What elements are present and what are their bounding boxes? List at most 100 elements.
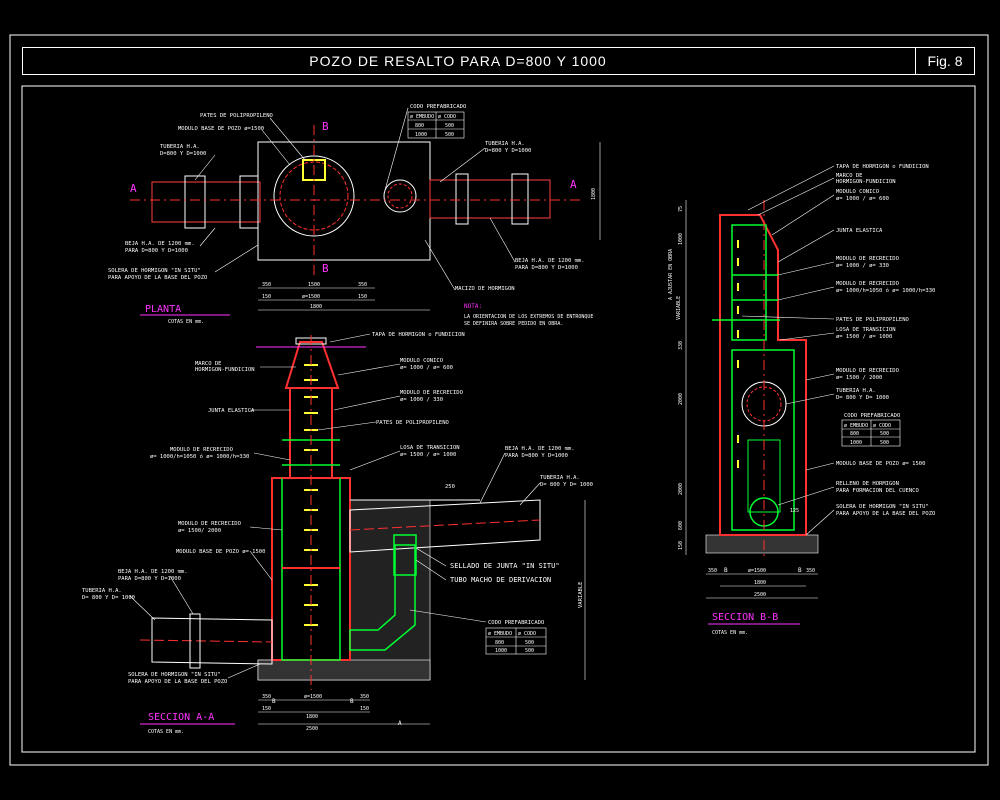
- bb-title: SECCION B-B: [712, 612, 778, 623]
- aa-label-sellado: SELLADO DE JUNTA "IN SITU": [450, 562, 560, 570]
- bb-table-r2c1: 1000: [850, 440, 862, 446]
- bb-marker-b-left: B: [724, 567, 728, 574]
- plan-label-beja-right-2: PARA D=800 Y D=1000: [515, 265, 578, 271]
- plan-concrete-block: [257, 141, 431, 261]
- bb-table-h2: ø CODO: [873, 423, 891, 429]
- aa-dim-2: ø=1500: [304, 694, 322, 700]
- plan-label-tuberia-right-1: TUBERIA H.A.: [485, 141, 525, 147]
- aa-dim-lines: [258, 699, 430, 725]
- plan-marker-a-left: A: [130, 182, 137, 195]
- aa-label-conico-2: ø= 1000 / ø= 600: [400, 365, 453, 371]
- aa-table-h2: ø CODO: [518, 631, 536, 637]
- bb-label-losa-2: ø= 1500 / ø= 1000: [836, 334, 892, 340]
- aa-label-recrecido-2: ø= 1000 / 330: [400, 397, 443, 403]
- title-separator: [915, 48, 916, 74]
- aa-dim-6: 1800: [306, 714, 318, 720]
- plan-label-codo: CODO PREFABRICADO: [410, 104, 466, 110]
- bb-label-solera-2: PARA APOYO DE LA BASE DEL POZO: [836, 511, 935, 517]
- aa-label-losa-2: ø= 1500 / ø= 1000: [400, 452, 456, 458]
- bb-label-codo: CODO PREFABRICADO: [844, 413, 900, 419]
- aa-label-tapa: TAPA DE HORMIGON o FUNDICION: [372, 332, 465, 338]
- bb-vdim-5: 2000: [678, 483, 684, 495]
- aa-label-tuberia-left-2: D= 800 Y D= 1000: [82, 595, 135, 601]
- aa-marker-a: A: [398, 720, 402, 727]
- drawing-title: POZO DE RESALTO PARA D=800 Y 1000: [309, 53, 607, 69]
- plan-pipe-right: [429, 179, 551, 219]
- bb-label-recrecido2-1: MODULO DE RECRECIDO: [836, 281, 899, 287]
- aa-cone: [284, 341, 340, 389]
- plan-manhole-outer: [273, 155, 355, 237]
- aa-table-h1: ø EMBUDO: [488, 631, 512, 637]
- bb-label-recrecido3-2: ø= 1500 / 2000: [836, 375, 882, 381]
- plan-label-beja-right-1: BEJA H.A. DE 1200 mm.: [515, 258, 585, 264]
- plan-dim-4: 150: [262, 294, 271, 300]
- aa-label-beja-top-2: PARA D=800 Y D=1000: [505, 453, 568, 459]
- aa-pipe-left-bell: [189, 613, 201, 669]
- bb-label-tuberia-1: TUBERIA H.A.: [836, 388, 876, 394]
- plan-bell-right2: [511, 173, 529, 225]
- bb-label-solera-1: SOLERA DE HORMIGON "IN SITU": [836, 504, 929, 510]
- aa-marker-b-right: B: [350, 698, 354, 705]
- bb-label-junta: JUNTA ELASTICA: [836, 228, 883, 234]
- aa-label-tuberia-top-2: D= 800 Y D= 1000: [540, 482, 593, 488]
- bb-vdim-4: 2000: [678, 393, 684, 405]
- plan-pipe-left: [151, 181, 261, 223]
- drawing-border: [21, 85, 976, 753]
- aa-dim-7: 2500: [306, 726, 318, 732]
- plan-title: PLANTA: [145, 304, 181, 315]
- aa-table-r2c1: 1000: [495, 648, 507, 654]
- aa-dim-5: 150: [360, 706, 369, 712]
- bb-base-slab: [705, 534, 819, 554]
- bb-dim-5: 2500: [754, 592, 766, 598]
- aa-label-tuberia-top-1: TUBERIA H.A.: [540, 475, 580, 481]
- plan-dim-lines: [258, 142, 601, 311]
- plan-table-r2c1: 1000: [415, 132, 427, 138]
- aa-pipe-top-axis: [349, 519, 541, 531]
- bb-shaft-inner-upper: [731, 224, 767, 341]
- bb-table-r1c2: 500: [880, 431, 889, 437]
- aa-table-r1c2: 500: [525, 640, 534, 646]
- plan-bell-left: [184, 175, 206, 229]
- plan-manhole-inner: [279, 161, 349, 231]
- plan-nota-line1: LA ORIENTACION DE LOS EXTREMOS DE ENTRON…: [464, 314, 593, 320]
- aa-label-beja-left-1: BEJA H.A. DE 1200 mm.: [118, 569, 188, 575]
- bb-label-conico-1: MODULO CONICO: [836, 189, 879, 195]
- aa-label-solera-1: SOLERA DE HORMIGON "IN SITU": [128, 672, 221, 678]
- aa-label-conico-1: MODULO CONICO: [400, 358, 443, 364]
- bb-label-recrecido3-1: MODULO DE RECRECIDO: [836, 368, 899, 374]
- bb-label-conico-2: ø= 1000 / ø= 600: [836, 196, 889, 202]
- bb-label-modulo-base: MODULO BASE DE POZO ø= 1500: [836, 461, 925, 467]
- plan-elbow-inner: [387, 183, 413, 209]
- plan-table-r1c1: 800: [415, 123, 424, 129]
- bb-vdim-1: 75: [678, 206, 684, 212]
- plan-label-pates: PATES DE POLIPROPILENO: [200, 113, 273, 119]
- aa-label-recrecido2-2: ø= 1000/h=1050 ó ø= 1000/h=330: [150, 453, 249, 460]
- bb-wall: [719, 214, 807, 536]
- bb-label-losa-1: LOSA DE TRANSICION: [836, 327, 896, 333]
- aa-funnel: [393, 534, 417, 576]
- bb-label-relleno-2: PARA FORMACION DEL CUENCO: [836, 488, 919, 494]
- plan-label-tuberia-left-1: TUBERIA H.A.: [160, 144, 200, 150]
- bb-label-marco-2: HORMIGON-FUNDICION: [836, 179, 896, 185]
- aa-marker-b-left: B: [272, 698, 276, 705]
- bb-label-pates: PATES DE POLIPROPILENO: [836, 317, 909, 323]
- plan-nota-line2: SE DEFINIRA SOBRE PEDIDO EN OBRA.: [464, 321, 563, 327]
- aa-pipe-left: [151, 617, 273, 665]
- bb-marker-b-right: B: [798, 567, 802, 574]
- bb-label-tapa: TAPA DE HORMIGON o FUNDICION: [836, 164, 929, 170]
- aa-cotas: COTAS EN mm.: [148, 729, 184, 735]
- bb-variable: VARIABLE: [676, 296, 682, 320]
- aa-label-variable: VARIABLE: [578, 582, 584, 609]
- aa-label-solera-2: PARA APOYO DE LA BASE DEL POZO: [128, 679, 227, 685]
- aa-label-tuberia-left-1: TUBERIA H.A.: [82, 588, 122, 594]
- aa-dim-1: 350: [262, 694, 271, 700]
- bb-label-recrecido-1: MODULO DE RECRECIDO: [836, 256, 899, 262]
- bb-dim-125: 125: [790, 508, 799, 514]
- plan-leaders: [194, 107, 516, 291]
- bb-table-r2c2: 500: [880, 440, 889, 446]
- bb-vdim-7: 150: [678, 541, 684, 550]
- plan-label-tuberia-left-2: D=800 Y D=1000: [160, 151, 206, 157]
- plan-label-macizo: MACIZO DE HORMIGON: [455, 286, 515, 292]
- bb-vdim-6: 600: [678, 521, 684, 530]
